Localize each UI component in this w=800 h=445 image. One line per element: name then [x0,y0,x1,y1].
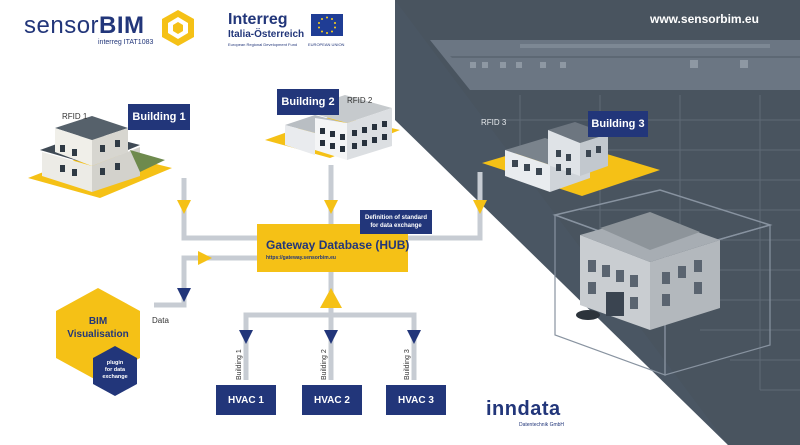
eu-flag-icon [311,14,343,36]
rfid-2-label: RFID 2 [347,96,373,105]
building-2-label: Building 2 [277,89,339,115]
bim-3d-model [552,189,773,376]
bim-panel-main [395,0,800,445]
rfid-1-label: RFID 1 [62,112,88,121]
brand-name: sensor [24,12,100,39]
arrow-down-building2 [324,200,338,214]
hvac-2-building-label: Building 2 [321,349,328,380]
software-toolbar [430,40,800,90]
plugin-line2: for data [104,367,126,373]
bim-title-line2: Visualisation [67,329,129,340]
hvac-3-box: HVAC 3 [386,385,446,415]
arrow-down-hvac3 [407,330,421,344]
arrow-right-bim [198,251,212,265]
plugin-line3: exchange [102,374,128,380]
hvac-1-box: HVAC 1 [216,385,276,415]
arrow-down-bim [177,288,191,302]
sensorbim-logo-mark [162,10,194,46]
inndata-subtitle: Datentechnik GmbH [519,422,565,428]
standard-note-box: Definition of standard for data exchange [360,210,432,234]
plugin-line1: plugin [106,360,124,366]
arrow-down-hvac2 [324,330,338,344]
sensorbim-logo-text: sensorBIM [24,12,145,40]
arrow-up-hub [320,288,342,308]
rfid-3-label: RFID 3 [481,118,507,127]
building-2-illustration [265,95,400,160]
building-3-label: Building 3 [588,111,648,137]
website-link[interactable]: www.sensorbim.eu [650,12,759,26]
plugin-label: plugin for data exchange [95,360,135,381]
arrow-down-hvac1 [239,330,253,344]
building-1-illustration [28,116,172,198]
building-3-illustration [482,122,660,196]
connector-lines [154,165,483,380]
interreg-title: Interreg [228,11,288,28]
arrow-down-building1 [177,200,191,214]
hub-url[interactable]: https://gateway.sensorbim.eu [266,255,336,261]
eu-label: EUROPEAN UNION [308,42,345,47]
arrow-down-building3 [473,200,487,214]
arrow-markers [177,200,487,344]
hub-title: Gateway Database (HUB) [266,238,410,252]
brand-subtitle: interreg ITAT1083 [98,39,154,46]
hvac-3-building-label: Building 3 [404,349,411,380]
plugin-hexagon [93,346,137,396]
interreg-region: Italia-Österreich [228,29,305,40]
standard-note: Definition of standard for data exchange [365,215,427,229]
bim-visualisation-label: BIM Visualisation [62,315,134,341]
bim-title-line1: BIM [88,316,108,327]
inndata-logo: inndata [486,398,561,420]
hvac-2-box: HVAC 2 [302,385,362,415]
building-1-label: Building 1 [128,104,190,130]
hvac-1-building-label: Building 1 [236,349,243,380]
data-flow-label: Data [152,316,169,325]
brand-name-bold: BIM [99,12,145,39]
interreg-fund: European Regional Development Fund [228,42,298,47]
